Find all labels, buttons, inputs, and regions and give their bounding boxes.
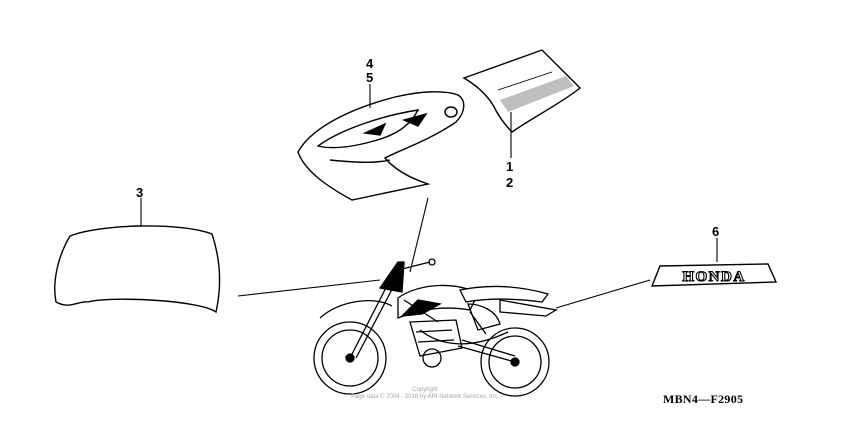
callout-1: 1 [506, 159, 514, 174]
front-wheel [313, 321, 387, 395]
shroud-decal[interactable] [297, 91, 465, 201]
rear-wheel [480, 327, 550, 397]
diagram-code: MBN4—F2905 [663, 392, 744, 406]
copyright-line1: Copyright [412, 387, 438, 393]
emblem-text: HONDA [682, 269, 745, 285]
honda-emblem[interactable]: HONDA [650, 263, 778, 287]
plate-decal[interactable] [54, 225, 221, 314]
callout-2: 2 [506, 175, 514, 190]
callout-4: 4 [366, 56, 374, 71]
copyright-watermark: Copyright Page data © 2004 - 2016 by ARI… [300, 387, 550, 401]
leader-lines [140, 84, 718, 309]
callout-6: 6 [712, 224, 720, 239]
copyright-line2: Page data © 2004 - 2016 by ARI Network S… [351, 394, 499, 400]
motorcycle-illustration [313, 258, 558, 397]
callout-3: 3 [136, 185, 144, 200]
side-cover-decal[interactable] [462, 49, 582, 133]
callout-5: 5 [366, 70, 374, 85]
